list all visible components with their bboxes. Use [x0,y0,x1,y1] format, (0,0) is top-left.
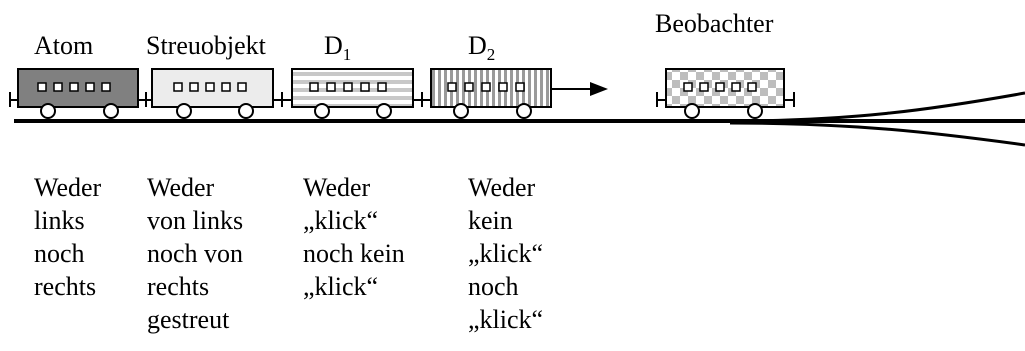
train-diagram: Atom Streuobjekt D1 D2 Beobachter [9,9,1025,147]
track-branch-upper [729,91,1025,123]
car-label-d1: D1 [324,31,351,64]
car-atom [9,68,146,119]
car-label-atom: Atom [34,31,93,60]
description-streuobjekt: Weder von links noch von rechts gestreut [147,173,244,334]
track-branch-lower [729,121,1025,147]
car-label-d2-sub: 2 [487,45,496,64]
car-d1 [281,68,422,119]
motion-arrow [551,82,608,96]
car-label-beobachter: Beobachter [655,9,774,38]
car-label-d2-main: D [468,31,487,60]
car-label-d1-sub: 1 [343,45,352,64]
description-atom: Weder links noch rechts [34,173,102,301]
car-label-d2: D2 [468,31,495,64]
car-label-d1-main: D [324,31,343,60]
car-streuobjekt [145,68,282,119]
car-beobachter [656,68,795,119]
description-d2: Weder kein „klick“ noch „klick“ [468,173,544,334]
description-d1: Weder „klick“ noch kein „klick“ [303,173,405,301]
car-label-streuobjekt: Streuobjekt [146,31,267,60]
car-d2 [421,68,552,119]
